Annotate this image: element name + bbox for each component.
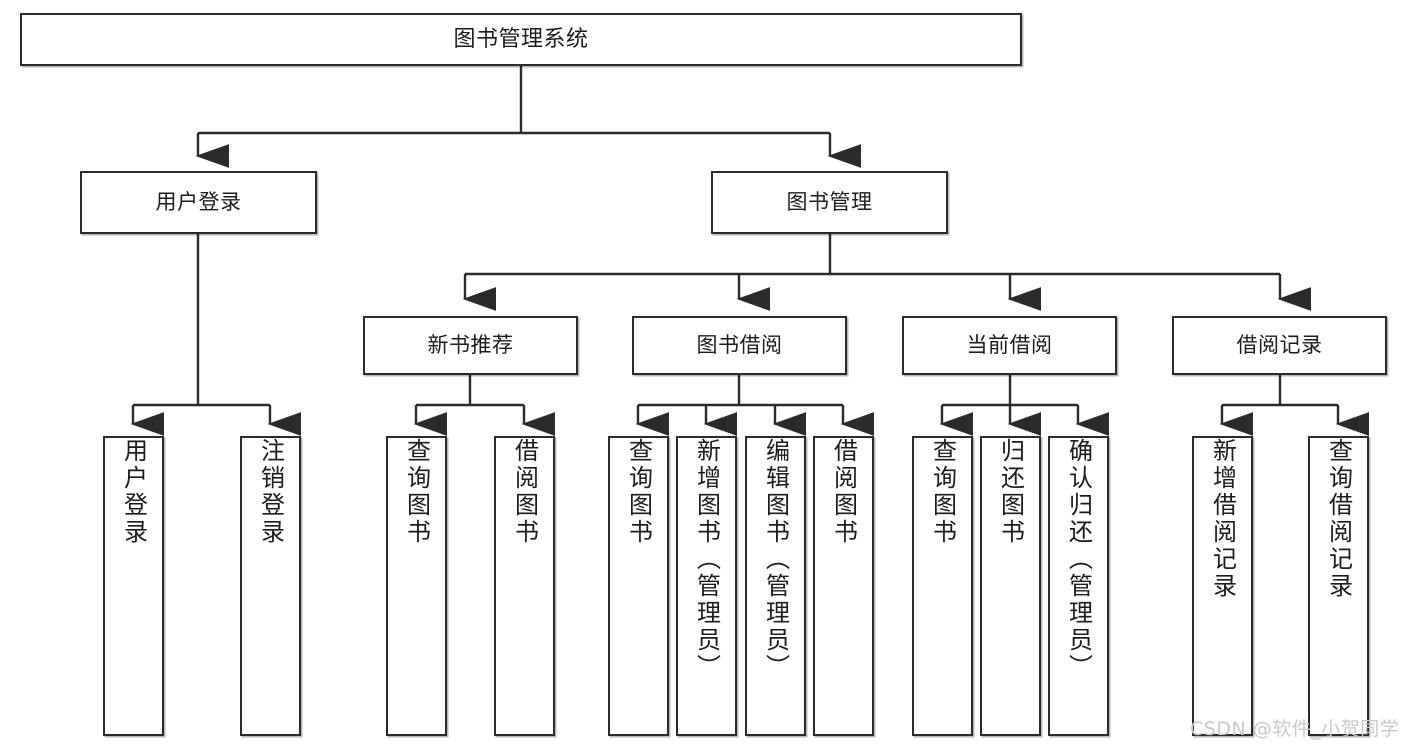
node-leaf-query-book-1[interactable]: 查询图书 [386,436,447,736]
node-label: 编辑图书（管理员） [761,438,790,681]
node-label: 图书管理 [786,190,873,215]
node-label: 注销登录 [256,438,285,546]
node-book-manage[interactable]: 图书管理 [711,171,948,234]
node-label: 查询借阅记录 [1324,438,1353,600]
node-label: 借阅记录 [1236,333,1323,358]
node-leaf-query-record[interactable]: 查询借阅记录 [1308,436,1369,736]
node-leaf-add-record[interactable]: 新增借阅记录 [1192,436,1253,736]
node-leaf-return-book[interactable]: 归还图书 [980,436,1041,736]
node-label: 借阅图书 [829,438,858,546]
node-book-borrow[interactable]: 图书借阅 [632,316,847,375]
node-borrow-record[interactable]: 借阅记录 [1172,316,1387,375]
node-leaf-query-book-2[interactable]: 查询图书 [608,436,669,736]
node-label: 查询图书 [928,438,957,546]
node-leaf-user-logout[interactable]: 注销登录 [240,436,301,736]
node-label: 新增借阅记录 [1208,438,1237,600]
node-label: 用户登录 [155,190,242,215]
node-leaf-query-book-3[interactable]: 查询图书 [912,436,973,736]
node-new-book-recommend[interactable]: 新书推荐 [363,316,578,375]
node-label: 确认归还（管理员） [1064,438,1093,681]
node-label: 查询图书 [402,438,431,546]
node-label: 借阅图书 [510,438,539,546]
node-label: 查询图书 [624,438,653,546]
node-leaf-borrow-book-1[interactable]: 借阅图书 [494,436,555,736]
node-root-system[interactable]: 图书管理系统 [20,13,1022,66]
node-label: 新书推荐 [427,333,514,358]
node-current-borrow[interactable]: 当前借阅 [902,316,1117,375]
node-label: 图书管理系统 [453,26,589,52]
node-label: 归还图书 [996,438,1025,546]
node-label: 新增图书（管理员） [692,438,721,681]
node-leaf-confirm-return[interactable]: 确认归还（管理员） [1048,436,1109,736]
node-label: 用户登录 [119,438,148,546]
node-label: 当前借阅 [966,333,1053,358]
node-user-login[interactable]: 用户登录 [80,171,317,234]
node-leaf-borrow-book-2[interactable]: 借阅图书 [813,436,874,736]
node-leaf-edit-book[interactable]: 编辑图书（管理员） [745,436,806,736]
node-label: 图书借阅 [696,333,783,358]
node-leaf-add-book[interactable]: 新增图书（管理员） [676,436,737,736]
csdn-watermark: CSDN @软件_小贺同学 [1190,718,1400,740]
node-leaf-user-login[interactable]: 用户登录 [103,436,164,736]
